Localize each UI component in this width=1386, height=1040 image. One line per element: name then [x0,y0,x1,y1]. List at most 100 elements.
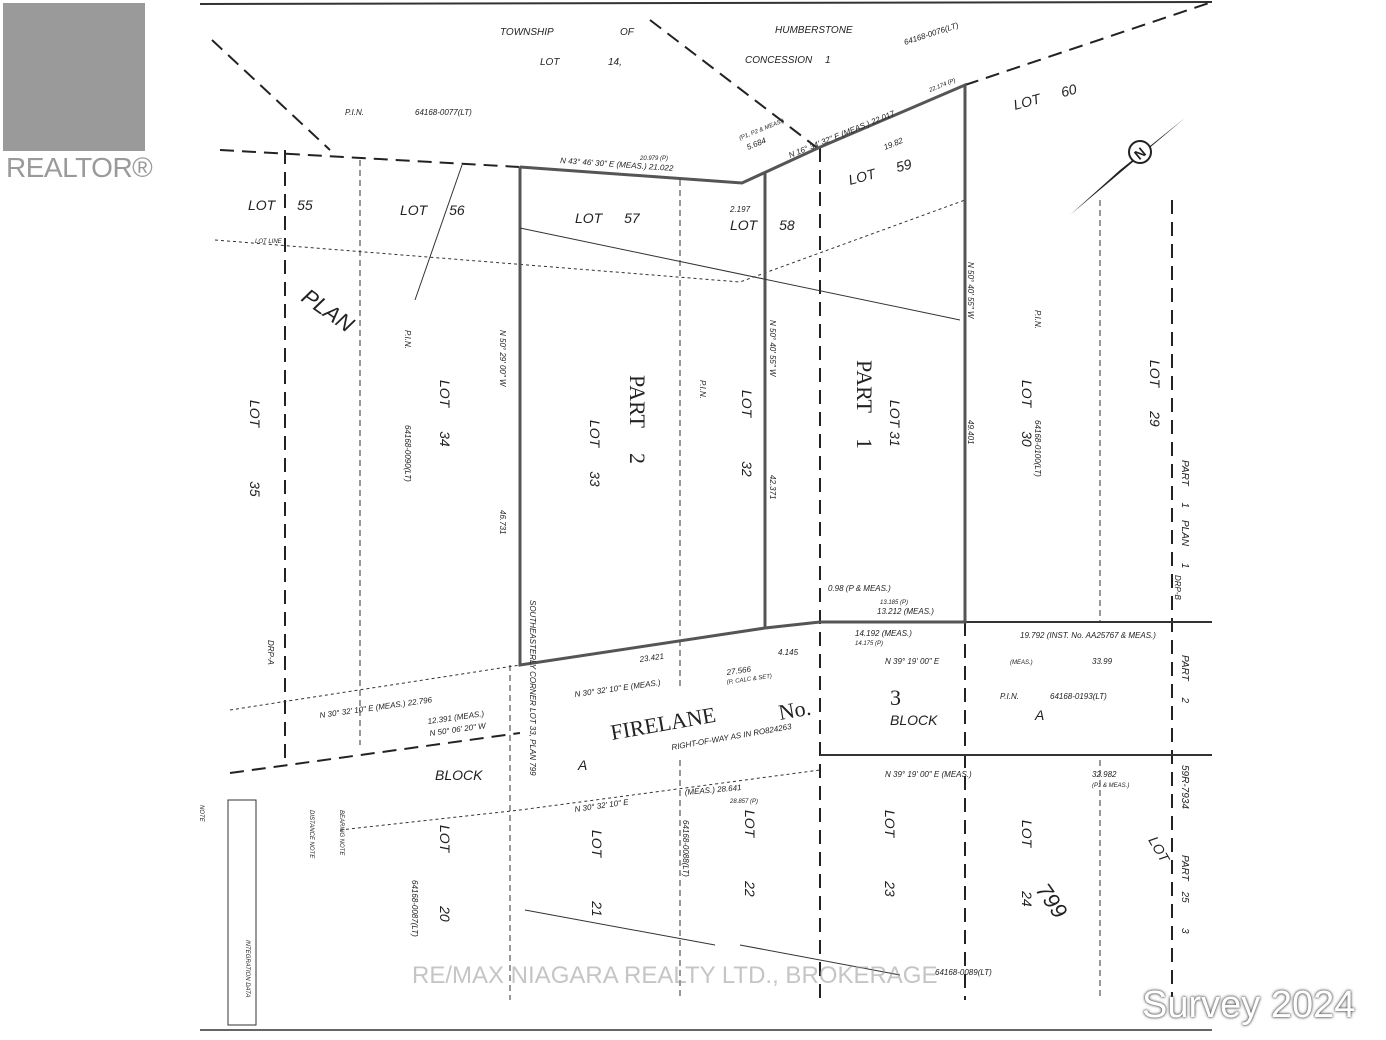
distance-firelane-5: 33.99 [1092,657,1113,666]
bearing-firelane-4-meas: (MEAS.) [1010,660,1033,666]
bearing-northeast-line: N 16° 34' 32" E (MEAS.) 22.017 [787,109,896,160]
right-part-2: PART 2 [1179,655,1190,704]
bearing-firelane-4: N 39° 19' 00" E [885,657,940,666]
firelane-block-a-west: A [577,757,587,773]
bearing-north-line-plan: 20.979 (P) [639,156,668,162]
brokerage-watermark: RE/MAX NIAGARA REALTY LTD., BROKERAGE [412,962,938,989]
label-township: TOWNSHIP [500,27,554,38]
firelane-block-west: BLOCK [435,767,483,783]
firelane-block: BLOCK [890,712,938,728]
distance-small: 2.197 [729,205,751,214]
distance-s2: 4.145 [778,648,799,657]
north-arrow-icon: N [1070,118,1185,215]
pin-north: 64168-0077(LT) [415,108,472,117]
lot-58: LOT 58 [730,217,795,233]
distance-inner: 19.82 [882,136,904,152]
distance-s1: 23.421 [638,652,664,664]
pin-lot30-label: P.I.N. [1033,310,1042,329]
right-plan-part-1: PART 1 [1179,460,1190,508]
distance-s4-plan: 13.185 (P) [880,600,908,606]
bearing-note-heading: BEARING NOTE [338,810,344,856]
label-plan: PLAN [297,284,359,338]
firelane-lines [229,621,1212,831]
dashed-boundaries [211,1,1213,1000]
part-2-label: PART 2 [625,375,650,464]
lot-34: LOT 34 [437,380,453,447]
label-concession: CONCESSION [745,55,813,66]
distance-firelane-3: 27.566 [725,665,752,678]
bearing-firelane-2: N 30° 32' 10" E (MEAS.) 22.796 [319,695,433,720]
right-part-3: 3 [1179,928,1190,934]
reference-plan-number: 59R-7934 [1179,765,1190,809]
lot-23: LOT 23 [882,810,898,897]
pin-northeast: 64168-0076(LT) [903,21,960,47]
distance-note-heading: DISTANCE NOTE [308,810,314,859]
pin-label: P.I.N. [345,108,364,117]
distance-west: 46.731 [498,510,507,534]
label-of: OF [620,27,635,38]
realtor-logo-mark [3,3,145,151]
right-plan-1: PLAN 1 [1179,520,1190,568]
note-heading: NOTE [198,805,204,823]
right-part-25: PART 25 [1179,855,1190,903]
lot-57: LOT 57 [575,210,641,226]
realtor-logo: REALTOR® [0,0,153,185]
distance-s6: 19.792 (INST. No. AA25767 & MEAS.) [1020,631,1156,640]
label-header-lot: LOT [540,57,560,68]
firelane-number: 3 [890,685,901,710]
frame-top [199,1,1213,5]
lot-21: LOT 21 [589,830,605,917]
lot-55: LOT 55 [248,197,313,213]
lot-59: LOT 59 [847,156,914,188]
lot-25: LOT [1145,834,1173,867]
pin-lot30: 64168-0100(LT) [1033,420,1042,477]
survey-caption: Survey 2024 [1142,984,1356,1026]
pin-lot34-label: P.I.N. [403,330,412,349]
reference-arrows [414,164,961,976]
distance-s3-plan: 14.175 (P) [855,641,883,647]
lot-32: LOT 32 [739,390,755,477]
pin-lot22: 64168-0088(LT) [681,820,690,877]
lot-22: LOT 22 [742,810,758,897]
pin-block-a: 64168-0193(LT) [1050,692,1107,701]
bearing-lower-3: N 39° 19' 00" E (MEAS.) [885,770,972,779]
pin-lot33-label: P.I.N. [698,380,707,399]
lot-60: LOT 60 [1012,81,1079,113]
notes-block: NOTE INTEGRATION DATA DISTANCE NOTE BEAR… [198,799,344,1026]
bearing-firelane-1: N 30° 32' 10" E (MEAS.) [574,678,661,699]
realtor-logo-text: REALTOR® [6,152,153,183]
lot-35: LOT 35 [247,400,263,497]
distance-mid: 42.371 [768,475,777,499]
drp-b-label: DRP-B [1173,575,1182,601]
label-concession-no: 1 [825,55,831,66]
firelane-block-a: A [1034,707,1044,723]
distance-lower-2-plan: 28.857 (P) [729,799,758,805]
lot-24: LOT 24 [1019,820,1035,907]
lot-56: LOT 56 [400,202,465,218]
distance-east: 49.401 [966,420,975,444]
bearing-west: N 50° 29' 00" W [498,330,507,388]
bearing-lower-1: N 30° 32' 10" E [574,797,630,814]
lot-33: LOT 33 [587,420,603,487]
distance-s4: 13.212 (MEAS.) [877,607,934,616]
lot-30: LOT 30 [1019,380,1035,447]
plan-799: 799 [1031,879,1073,923]
integration-data-heading: INTEGRATION DATA [244,940,250,997]
distance-lower-2: (MEAS.) 28.641 [684,783,741,797]
firelane-no: No. [777,695,813,725]
bearing-east: N 50° 40' 55" W [966,262,975,320]
distance-lower-4-note: (P1 & MEAS.) [1092,783,1129,789]
distance-s5: 0.98 (P & MEAS.) [828,584,891,593]
pin-block-a-label: P.I.N. [1000,692,1019,701]
bearing-mid: N 50° 40' 55" W [768,320,777,378]
lot-31: LOT 31 [887,400,903,447]
distance-s3: 14.192 (MEAS.) [855,629,912,638]
distance-lower-4: 32.982 [1092,770,1117,779]
part-1-label: PART 1 [852,360,877,449]
lot-20: LOT 20 [437,825,453,922]
label-header-lot-no: 14, [608,57,622,68]
pin-south: 64168-0089(LT) [935,968,992,977]
subject-parcel-boundary [518,82,967,667]
pin-lot20: 64168-0087(LT) [410,880,419,937]
lot-line-label: LOT LINE [255,239,283,245]
